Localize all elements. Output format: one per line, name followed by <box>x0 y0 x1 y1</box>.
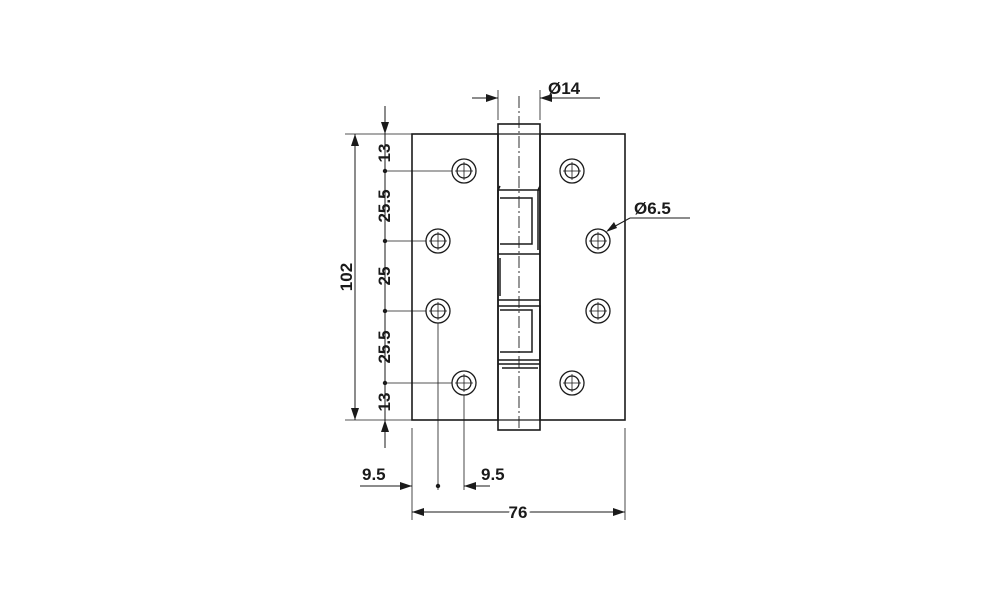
screw-hole <box>451 370 477 396</box>
pin-diameter-label: Ø14 <box>548 79 581 98</box>
screw-hole <box>425 228 451 254</box>
total-width-label: 76 <box>509 503 528 522</box>
vertical-dimension-chain <box>381 106 389 448</box>
top-margin-label: 13 <box>375 144 394 163</box>
total-height-label: 102 <box>337 263 356 291</box>
screw-hole <box>585 298 611 324</box>
left-leaf <box>411 133 499 421</box>
bottom-margin-label: 13 <box>375 393 394 412</box>
inner-hole-offset-label: 9.5 <box>481 465 505 484</box>
hinge-body <box>411 96 626 431</box>
screw-hole <box>585 228 611 254</box>
screw-hole <box>559 158 585 184</box>
left-hole-offset-label: 9.5 <box>362 465 386 484</box>
screw-hole <box>559 370 585 396</box>
screw-hole <box>451 158 477 184</box>
hole-diameter-label: Ø6.5 <box>634 199 671 218</box>
knuckle-segment-1 <box>497 185 541 250</box>
lower-spacing-label: 25.5 <box>375 330 394 363</box>
hole-diameter-leader <box>606 217 690 232</box>
upper-spacing-label: 25.5 <box>375 189 394 222</box>
middle-spacing-label: 25 <box>375 267 394 286</box>
hole-offset-dimensions <box>360 482 490 490</box>
screw-hole <box>425 298 451 324</box>
